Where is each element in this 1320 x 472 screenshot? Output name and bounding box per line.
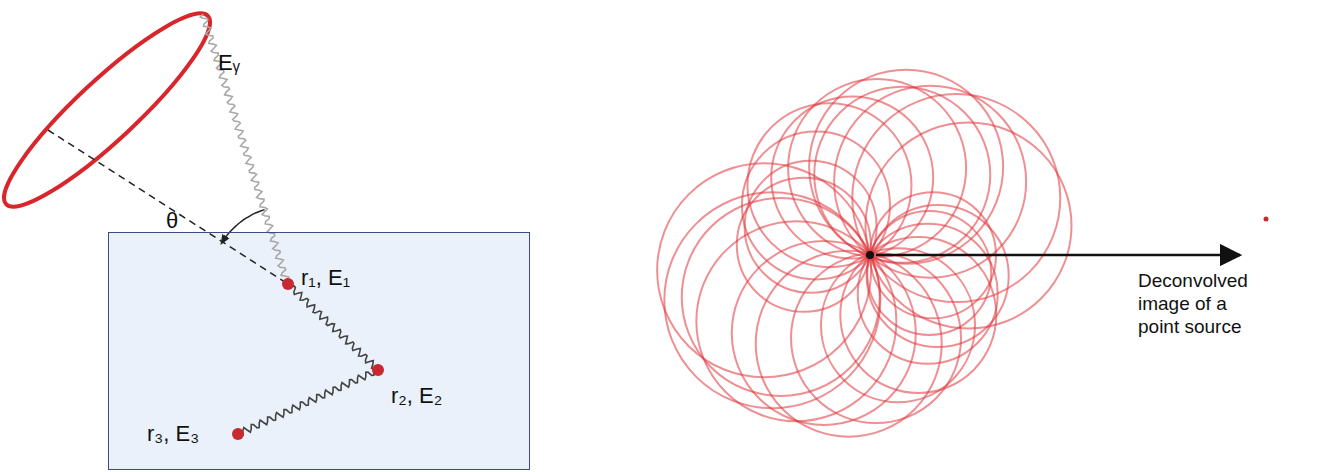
- interaction-label: r₂, E₂: [391, 383, 442, 409]
- angle-arc: [222, 210, 265, 244]
- gamma-ray: [200, 14, 288, 280]
- scattered-photon: [287, 284, 378, 370]
- scattered-photon: [238, 368, 378, 436]
- source-point: [866, 251, 874, 259]
- photon-paths: [200, 14, 378, 435]
- cone-ring: [682, 198, 880, 396]
- interaction-dot: [372, 364, 384, 376]
- pointer-arrow: [876, 254, 1240, 257]
- cone-ring: [834, 86, 1026, 278]
- cone-ring: [867, 205, 1009, 347]
- caption-note: Deconvolved image of a point source: [1138, 270, 1256, 338]
- interaction-dot: [282, 278, 294, 290]
- cone-ring: [747, 103, 911, 267]
- cone-ring: [865, 122, 1071, 328]
- interaction-label: r₃, E₃: [147, 421, 199, 447]
- energy-label: Eᵧ: [218, 50, 240, 76]
- cone-ring: [664, 192, 880, 408]
- cone-ring: [809, 70, 1003, 264]
- interaction-dot: [232, 428, 244, 440]
- compton-cone: [0, 0, 228, 226]
- detector-box: r₁, E₁ r₂, E₂ r₃, E₃: [108, 232, 530, 470]
- cone-ring: [788, 79, 966, 257]
- deconvolved-point: [1264, 217, 1269, 222]
- interaction-label: r₁, E₁: [301, 265, 350, 291]
- cone-ring: [852, 94, 1060, 302]
- angle-label: θ: [166, 208, 178, 234]
- detector-fill: [108, 232, 530, 470]
- cone-ring: [657, 163, 871, 377]
- back-projection-rings: [657, 70, 1071, 437]
- cone-axis: [48, 130, 288, 284]
